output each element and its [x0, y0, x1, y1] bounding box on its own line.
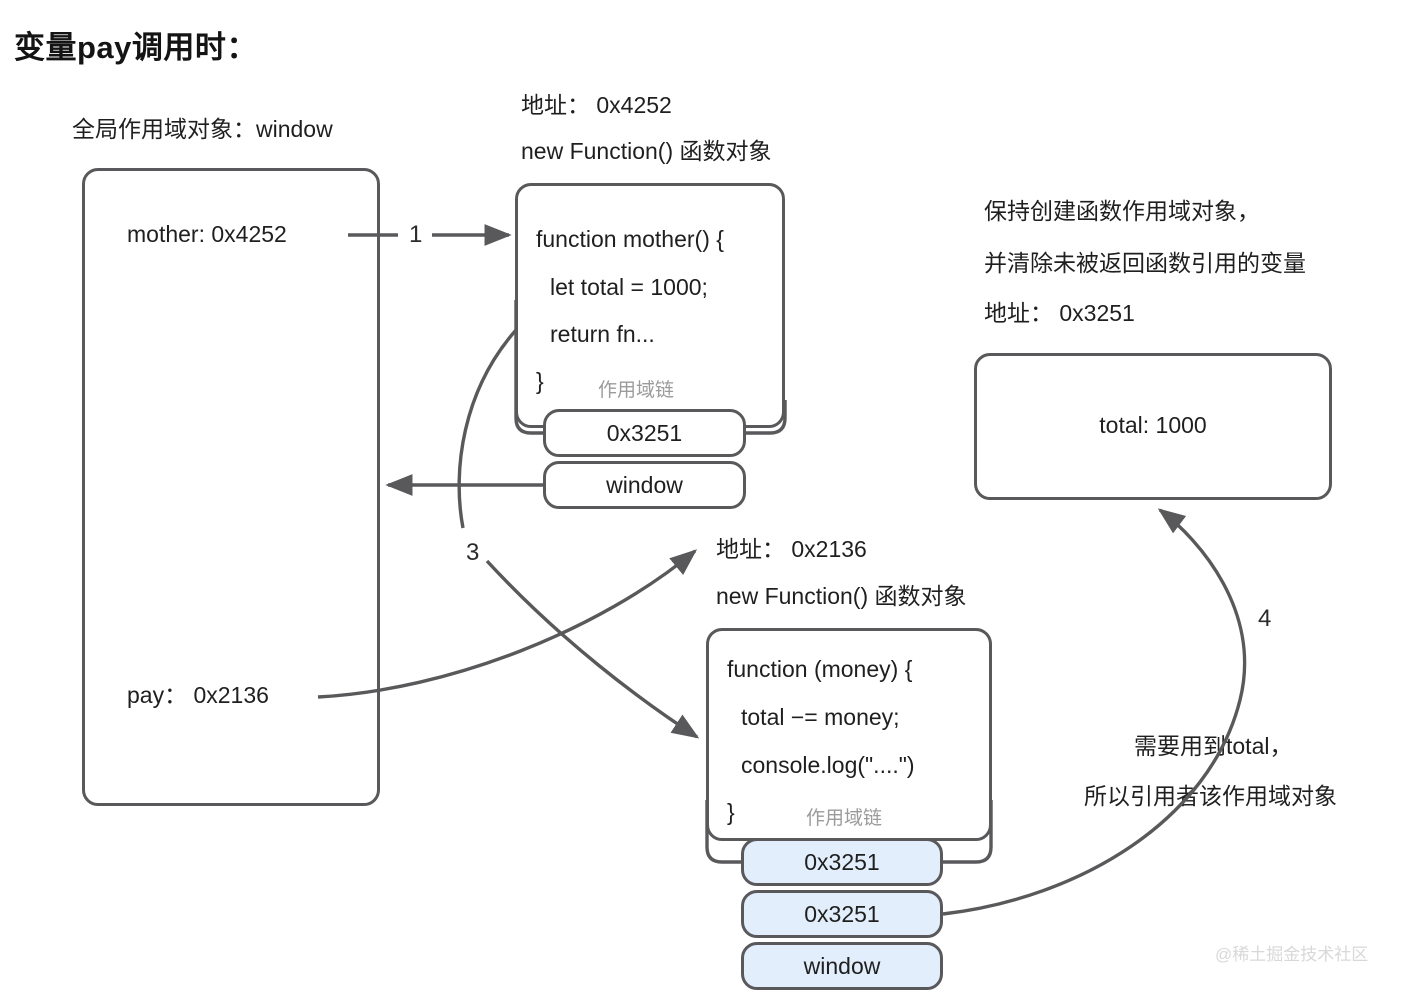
global-scope-box	[82, 168, 380, 806]
annotation-total-line-1: 需要用到total，	[1134, 733, 1293, 759]
mother-scope-chain-item-0: 0x3251	[543, 409, 746, 457]
watermark: @稀土掘金技术社区	[1215, 945, 1369, 964]
step-label-3: 3	[466, 539, 480, 566]
pay-address-label: 地址： 0x2136	[716, 536, 867, 562]
closure-scope-box: total: 1000	[974, 353, 1332, 500]
pay-scope-chain-item-0: 0x3251	[741, 838, 943, 886]
mother-scope-chain-item-1: window	[543, 461, 746, 509]
pay-scope-chain-item-1: 0x3251	[741, 890, 943, 938]
pay-scope-chain-item-2: window	[741, 942, 943, 990]
pay-code-line-2: total −= money;	[741, 704, 900, 730]
page-title: 变量pay调用时：	[14, 30, 258, 65]
mother-address-label: 地址： 0x4252	[521, 92, 672, 118]
step-label-1: 1	[409, 221, 423, 248]
closure-note-line-1: 保持创建函数作用域对象，	[984, 198, 1260, 224]
mother-code-line-4: }	[536, 368, 544, 394]
closure-address-label: 地址： 0x3251	[984, 300, 1135, 326]
step-label-4: 4	[1258, 605, 1272, 632]
pay-code-line-4: }	[727, 799, 735, 825]
pay-code-line-3: console.log("....")	[741, 752, 915, 778]
mother-object-label: new Function() 函数对象	[521, 138, 772, 164]
mother-code-line-2: let total = 1000;	[550, 274, 708, 300]
wire-mother-returns-pay	[485, 559, 700, 739]
wire-step3-return-curve	[457, 328, 518, 529]
mother-code-line-1: function mother() {	[536, 226, 724, 252]
closure-note-line-2: 并清除未被返回函数引用的变量	[984, 250, 1306, 276]
annotation-total-line-2: 所以引用者该作用域对象	[1084, 783, 1337, 809]
global-entry-pay: pay： 0x2136	[127, 682, 269, 708]
mother-code-line-3: return fn...	[550, 321, 655, 347]
mother-scope-chain-label: 作用域链	[598, 380, 675, 401]
pay-object-label: new Function() 函数对象	[716, 583, 967, 609]
pay-scope-chain-label: 作用域链	[806, 808, 883, 829]
global-entry-mother: mother: 0x4252	[127, 221, 287, 247]
pay-code-line-1: function (money) {	[727, 656, 913, 682]
global-scope-caption: 全局作用域对象：window	[72, 116, 333, 142]
closure-scope-contents: total: 1000	[1099, 412, 1207, 438]
mother-function-box: function mother() { let total = 1000; re…	[515, 183, 785, 428]
